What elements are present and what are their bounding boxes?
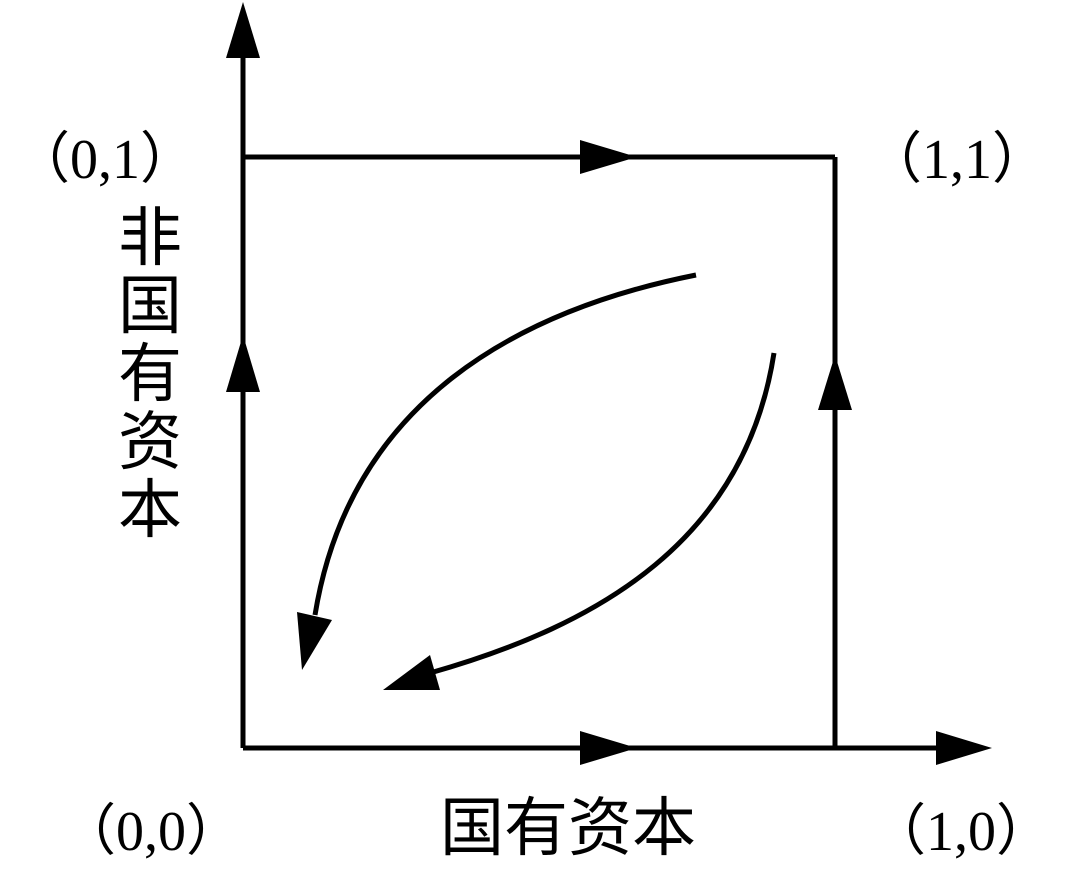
y-axis-label: 非 国 有 资 本	[118, 202, 182, 548]
upper-curve-arrow	[312, 272, 697, 616]
y-axis-label-char: 资	[118, 406, 182, 480]
bottom-edge-arrowhead	[580, 731, 637, 765]
y-axis-label-char: 本	[118, 474, 182, 548]
left-edge-arrowhead	[226, 335, 260, 392]
y-axis-label-char: 有	[118, 338, 182, 412]
top-edge-arrowhead	[580, 140, 637, 174]
x-axis-label: 国有资本	[440, 792, 696, 866]
corner-label-11: （1,1）	[866, 129, 1048, 191]
upper-curve-arrowhead	[297, 612, 332, 670]
corner-label-01: （0,1）	[14, 129, 196, 191]
y-axis-label-char: 国	[118, 270, 182, 344]
y-axis-arrowhead	[226, 2, 260, 58]
lower-curve-arrow	[429, 352, 777, 676]
corner-label-10: （1,0）	[870, 801, 1052, 863]
corner-label-00: （0,0）	[60, 801, 242, 863]
y-axis-label-char: 非	[118, 202, 182, 276]
right-edge-arrowhead	[818, 355, 852, 410]
x-axis-arrowhead	[936, 731, 992, 765]
lower-curve-arrowhead	[383, 655, 440, 690]
